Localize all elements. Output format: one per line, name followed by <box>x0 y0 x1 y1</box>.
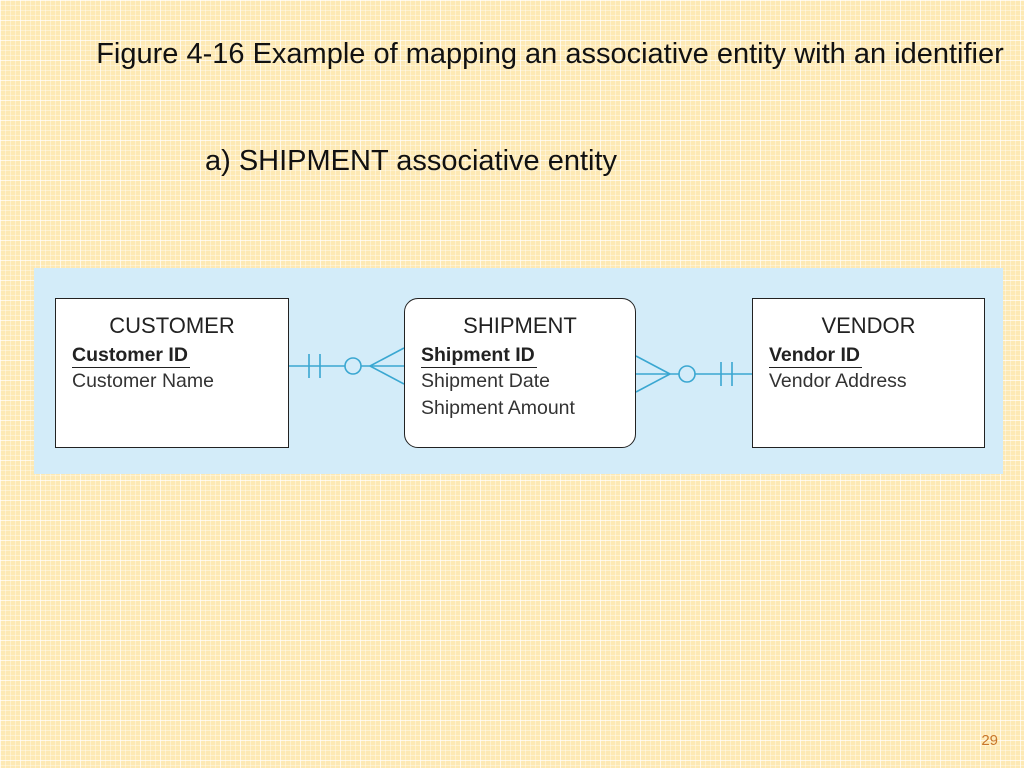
entity-name: VENDOR <box>821 313 916 338</box>
crowfoot-shipment-left-top <box>369 347 405 367</box>
page-number: 29 <box>981 732 998 749</box>
slide-subtitle: a) SHIPMENT associative entity <box>205 145 618 177</box>
attribute: Customer Name <box>72 370 214 392</box>
relationship-customer-shipment <box>289 347 405 385</box>
entity-name: SHIPMENT <box>463 313 577 338</box>
primary-key-attribute: Customer ID <box>72 344 190 368</box>
crowfoot-shipment-right-top <box>635 355 671 375</box>
zero-mark-shipment-left <box>344 357 362 375</box>
relationship-vendor-shipment <box>635 355 752 393</box>
attribute: Shipment Amount <box>421 397 575 419</box>
relationship-lines <box>289 347 752 393</box>
entity-customer: CUSTOMER Customer ID Customer Name <box>55 298 289 448</box>
entity-vendor: VENDOR Vendor ID Vendor Address <box>752 298 985 448</box>
crowfoot-shipment-left-bottom <box>369 365 405 385</box>
slide-title: Figure 4-16 Example of mapping an associ… <box>96 38 1004 70</box>
entity-shipment: SHIPMENT Shipment ID Shipment Date Shipm… <box>404 298 636 448</box>
entity-name: CUSTOMER <box>109 313 235 338</box>
attribute: Vendor Address <box>769 370 907 392</box>
erd-diagram-panel: CUSTOMER Customer ID Customer Name SHIPM… <box>34 268 1003 474</box>
primary-key-attribute: Vendor ID <box>769 344 863 368</box>
crowfoot-shipment-right-bottom <box>635 373 671 393</box>
zero-mark-shipment-right <box>678 365 696 383</box>
primary-key-attribute: Shipment ID <box>421 344 537 368</box>
attribute: Shipment Date <box>421 370 550 392</box>
